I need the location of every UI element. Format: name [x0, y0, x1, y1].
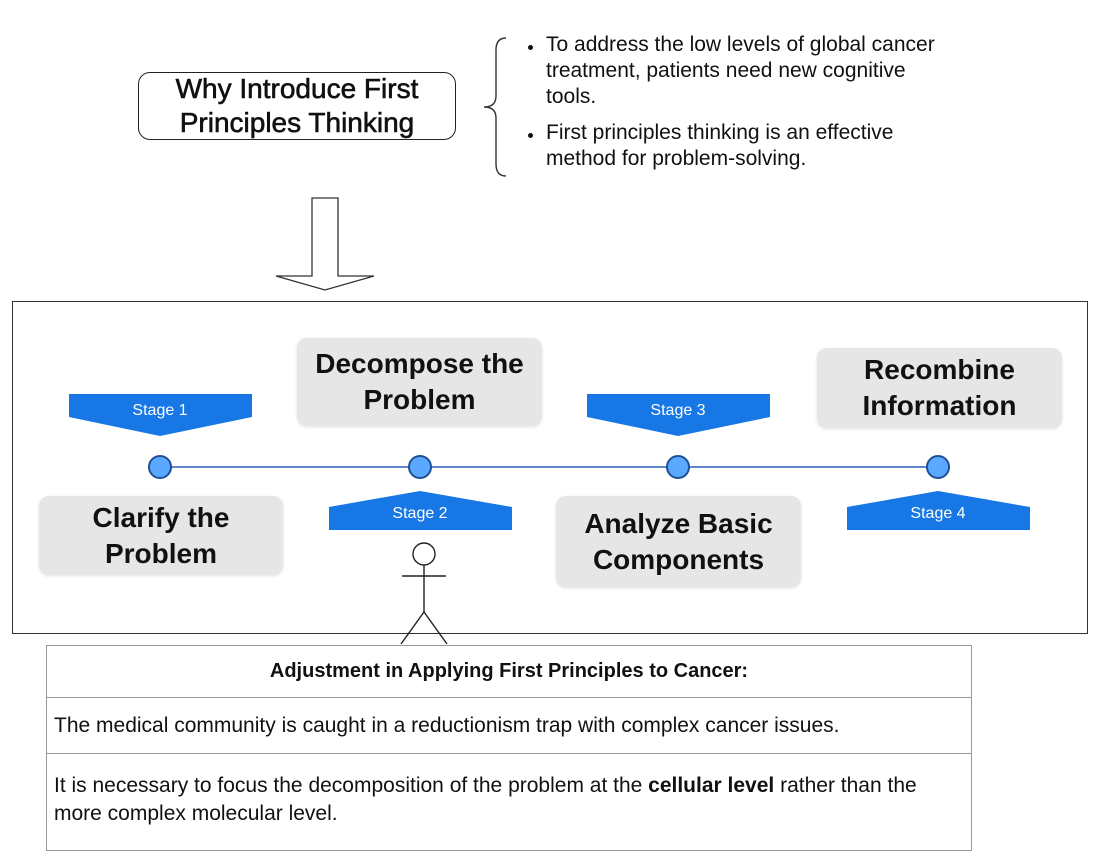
stage-3-name: Analyze Basic Components: [584, 507, 773, 575]
stage-2-name: Decompose the Problem: [315, 348, 524, 415]
curly-brace: [483, 37, 507, 177]
stage-4-node: [926, 455, 950, 479]
stage-1-name: Clarify the Problem: [92, 501, 230, 569]
adjustment-row-2-after: rather than the more complex molecular l…: [54, 774, 917, 825]
bullet-dot-icon: [528, 133, 533, 138]
adjustment-row-2: It is necessary to focus the decompositi…: [47, 754, 971, 850]
stage-3-box: Analyze Basic Components: [556, 496, 801, 587]
stage-1-node: [148, 455, 172, 479]
title-box: Why Introduce First Principles Thinking: [138, 72, 456, 140]
title-text: Why Introduce First Principles Thinking: [175, 73, 419, 139]
stage-3-tag: [587, 394, 770, 436]
stage-2-node: [408, 455, 432, 479]
reason-text: First principles thinking is an effectiv…: [546, 121, 894, 170]
stage-3-label: Stage 3: [650, 402, 706, 419]
stage-1-box: Clarify the Problem: [39, 496, 283, 575]
adjustment-row-1-text: The medical community is caught in a red…: [54, 713, 840, 737]
stage-4-label: Stage 4: [910, 505, 966, 522]
bullet-dot-icon: [528, 45, 533, 50]
adjustment-header: Adjustment in Applying First Principles …: [47, 646, 971, 698]
stage-2-label: Stage 2: [392, 505, 448, 522]
adjustment-table: Adjustment in Applying First Principles …: [46, 645, 972, 851]
stage-2-box: Decompose the Problem: [297, 338, 542, 426]
stage-1-tag: [69, 394, 252, 436]
stage-2-tag: [329, 491, 512, 530]
reason-text: To address the low levels of global canc…: [546, 33, 935, 108]
stage-4-tag: [847, 491, 1030, 530]
stage-4-name: Recombine Information: [862, 354, 1017, 421]
person-icon: [400, 542, 448, 645]
stage-3-node: [666, 455, 690, 479]
reason-item: First principles thinking is an effectiv…: [528, 120, 948, 172]
stage-1-label: Stage 1: [132, 402, 188, 419]
adjustment-header-text: Adjustment in Applying First Principles …: [269, 660, 749, 682]
adjustment-row-1: The medical community is caught in a red…: [47, 698, 971, 754]
adjustment-row-2-bold: cellular level: [648, 774, 775, 797]
reason-item: To address the low levels of global canc…: [528, 32, 948, 110]
stage-4-box: Recombine Information: [817, 348, 1062, 428]
reasons-list: To address the low levels of global canc…: [528, 32, 948, 182]
down-arrow-icon: [275, 197, 375, 291]
adjustment-row-2-before: It is necessary to focus the decompositi…: [54, 774, 649, 797]
